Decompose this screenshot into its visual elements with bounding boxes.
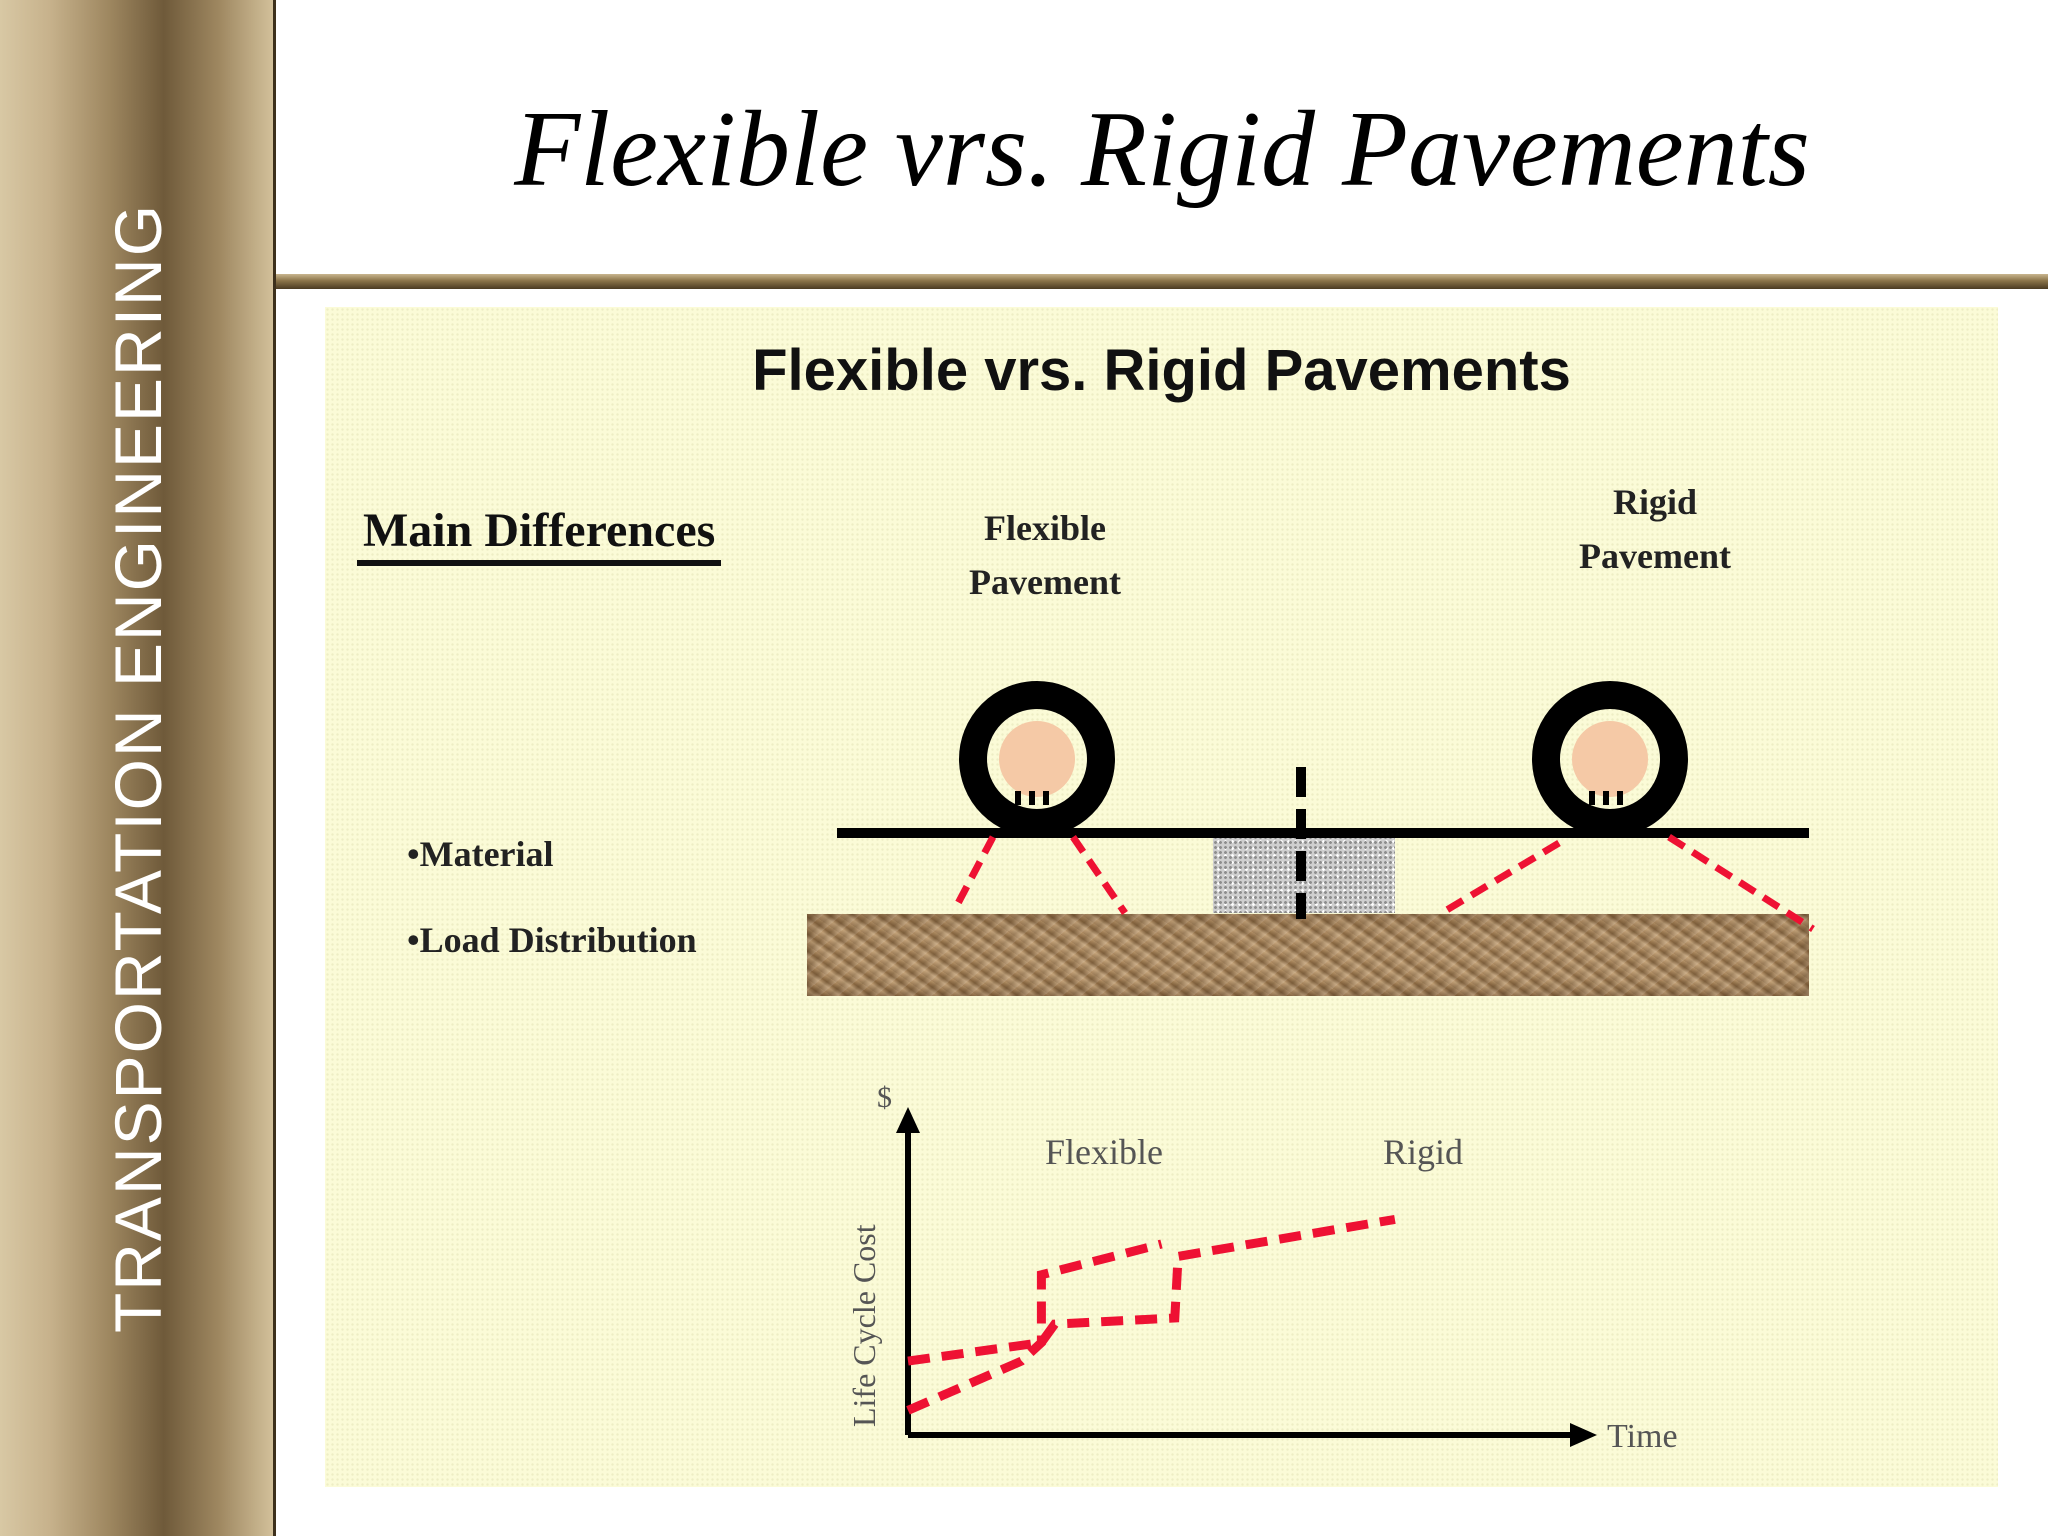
y-unit-label: $ xyxy=(877,1081,892,1114)
x-axis-arrow-icon xyxy=(1570,1423,1597,1447)
sidebar: TRANSPORTATION ENGINEERING xyxy=(0,0,276,1536)
series-label-flexible: Flexible xyxy=(1045,1132,1163,1172)
flexible-load-line-right xyxy=(1070,835,1128,915)
panel-title: Flexible vrs. Rigid Pavements xyxy=(752,338,1571,403)
rigid-load-line-left xyxy=(1443,839,1561,915)
rigid-label-line2: Pavement xyxy=(1579,536,1731,576)
pavement-diagram xyxy=(837,681,1815,932)
y-axis-label: Life Cycle Cost xyxy=(846,1224,882,1427)
chart-series-layer xyxy=(906,1214,1396,1415)
main-differences-heading: Main Differences xyxy=(357,503,722,566)
x-axis-label: Time xyxy=(1607,1418,1678,1455)
diagram-panel: Flexible vrs. Rigid Pavements Main Diffe… xyxy=(325,307,1998,1487)
series-line-rigid xyxy=(907,1214,1396,1366)
bullet-material: •Material xyxy=(407,834,554,874)
life-cycle-cost-chart: $ Life Cycle Cost Time Flexible Rigid xyxy=(846,1081,1678,1455)
flexible-label-line1: Flexible xyxy=(984,508,1106,548)
chart-axes xyxy=(896,1107,1597,1447)
rigid-tire-icon xyxy=(1532,681,1688,837)
flexible-label-line2: Pavement xyxy=(969,562,1121,602)
subgrade-soil xyxy=(807,914,1809,996)
title-divider xyxy=(276,274,2048,289)
flexible-load-line-left xyxy=(951,835,997,911)
flexible-tire-icon xyxy=(959,681,1115,837)
sidebar-label: TRANSPORTATION ENGINEERING xyxy=(101,202,175,1334)
bullet-load-distribution: •Load Distribution xyxy=(407,920,697,960)
series-label-rigid: Rigid xyxy=(1383,1132,1463,1172)
flexible-pavement-label: Flexible Pavement xyxy=(925,501,1165,609)
y-axis-arrow-icon xyxy=(896,1107,920,1133)
rigid-load-line-right xyxy=(1667,834,1815,932)
slide-title: Flexible vrs. Rigid Pavements xyxy=(514,90,1810,209)
rigid-pavement-label: Rigid Pavement xyxy=(1535,475,1775,583)
series-line-flexible xyxy=(906,1239,1163,1415)
rigid-label-line1: Rigid xyxy=(1612,482,1698,522)
